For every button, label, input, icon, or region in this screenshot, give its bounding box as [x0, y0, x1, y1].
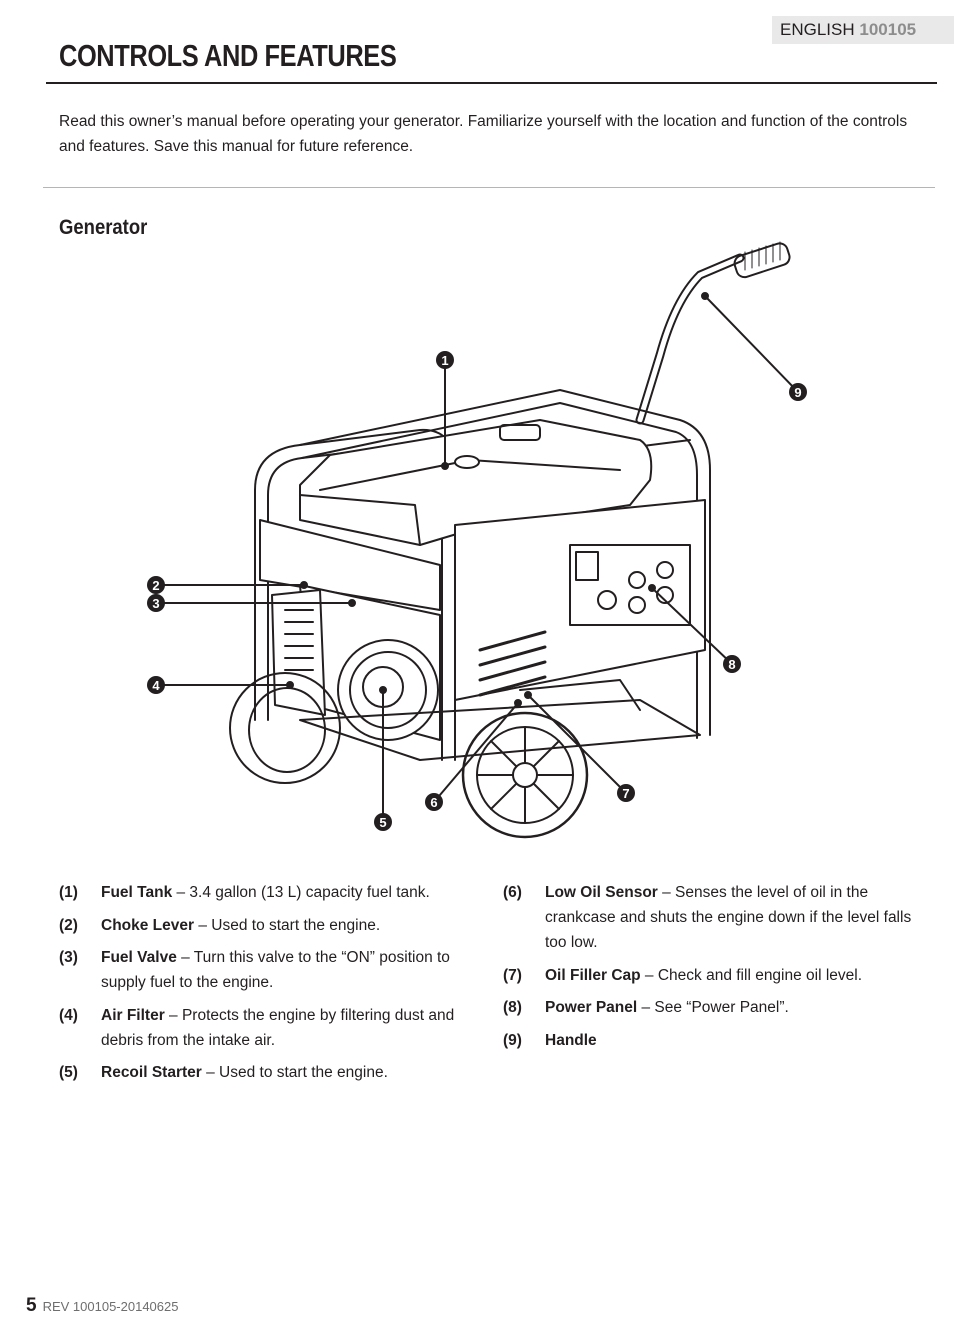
- legend-item: (9) Handle: [503, 1028, 913, 1053]
- legend-number: (4): [59, 1006, 78, 1024]
- legend-item: (4) Air Filter – Protects the engine by f…: [59, 1003, 479, 1053]
- model-number: 100105: [859, 20, 917, 39]
- legend-item: (8) Power Panel – See “Power Panel”.: [503, 995, 913, 1020]
- legend-item: (3) Fuel Valve – Turn this valve to the “…: [59, 945, 479, 995]
- legend-number: (3): [59, 949, 78, 966]
- language-tab: ENGLISH 100105: [772, 16, 954, 44]
- callout-9: 9: [789, 383, 807, 401]
- air-filter: [271, 589, 326, 716]
- legend-term: Low Oil Sensor: [545, 884, 658, 901]
- legend-term: Handle: [545, 1031, 597, 1049]
- svg-text:8: 8: [728, 657, 735, 672]
- callout-7: 7: [617, 784, 635, 802]
- callout-3: 3: [147, 594, 165, 612]
- intro-paragraph: Read this owner’s manual before operatin…: [59, 113, 908, 155]
- svg-text:7: 7: [622, 786, 629, 801]
- legend-description: – Used to start the engine.: [194, 916, 381, 934]
- legend-number: (6): [503, 884, 522, 901]
- callout-1: 1: [436, 351, 454, 369]
- legend-number: (8): [503, 999, 522, 1016]
- title-divider: [46, 82, 937, 84]
- legend-term: Oil Filler Cap: [545, 966, 641, 984]
- section-divider: [43, 187, 935, 188]
- callout-8: 8: [723, 655, 741, 673]
- legend-term: Fuel Valve: [101, 949, 177, 966]
- legend-number: (2): [59, 916, 78, 934]
- svg-text:4: 4: [152, 678, 160, 693]
- legend-number: (7): [503, 966, 522, 984]
- legend-description: – Turn this valve to the “ON” position t…: [101, 949, 450, 991]
- section-heading: Generator: [59, 216, 148, 239]
- legend-item: (6) Low Oil Sensor – Senses the level of …: [503, 880, 913, 955]
- callout-6: 6: [425, 793, 443, 811]
- legend-item: (5) Recoil Starter – Used to start the en…: [59, 1060, 479, 1085]
- legend-item: (2) Choke Lever – Used to start the engin…: [59, 913, 479, 938]
- svg-text:9: 9: [794, 385, 801, 400]
- svg-text:1: 1: [441, 353, 448, 368]
- legend-description: – Check and fill engine oil level.: [640, 966, 863, 984]
- legend-term: Choke Lever: [101, 916, 195, 934]
- svg-text:5: 5: [379, 815, 386, 830]
- legend-term: Power Panel: [545, 999, 638, 1016]
- generator-illustration: 1 2 3 4 5 6 7 8 9: [147, 241, 807, 839]
- revision-label: REV 100105-20140625: [42, 1299, 179, 1314]
- legend-description: – Senses the level of oil in the crankca…: [545, 884, 912, 951]
- language-label: ENGLISH: [780, 20, 855, 39]
- callout-5: 5: [374, 813, 392, 831]
- power-panel: [569, 544, 691, 626]
- legend-item: (7) Oil Filler Cap – Check and fill engin…: [503, 963, 913, 988]
- legend-number: (9): [503, 1031, 522, 1049]
- legend-description: – 3.4 gallon (13 L) capacity fuel tank.: [172, 884, 430, 901]
- legend-item: (1) Fuel Tank – 3.4 gallon (13 L) capacit…: [59, 880, 479, 905]
- legend-number: (5): [59, 1064, 78, 1081]
- page-title: CONTROLS AND FEATURES: [59, 38, 397, 73]
- callout-4: 4: [147, 676, 165, 694]
- legend-term: Fuel Tank: [101, 884, 173, 901]
- legend-description: – Protects the engine by filtering dust …: [101, 1006, 455, 1049]
- legend-description: – See “Power Panel”.: [637, 999, 789, 1016]
- wheel-right: [461, 711, 589, 839]
- legend-right: (6) Low Oil Sensor – Senses the level of …: [503, 880, 913, 1060]
- legend-description: – Used to start the engine.: [201, 1064, 388, 1081]
- page-footer: 5 REV 100105-20140625: [26, 1295, 178, 1317]
- svg-text:6: 6: [430, 795, 437, 810]
- svg-text:2: 2: [152, 578, 159, 593]
- page-number: 5: [26, 1295, 37, 1316]
- legend-term: Air Filter: [101, 1006, 165, 1024]
- wheel-left: [229, 672, 341, 784]
- legend-term: Recoil Starter: [101, 1064, 202, 1081]
- legend-number: (1): [59, 884, 78, 901]
- callout-2: 2: [147, 576, 165, 594]
- handle-bar: [635, 253, 745, 425]
- svg-text:3: 3: [152, 596, 159, 611]
- legend-left: (1) Fuel Tank – 3.4 gallon (13 L) capacit…: [59, 880, 479, 1093]
